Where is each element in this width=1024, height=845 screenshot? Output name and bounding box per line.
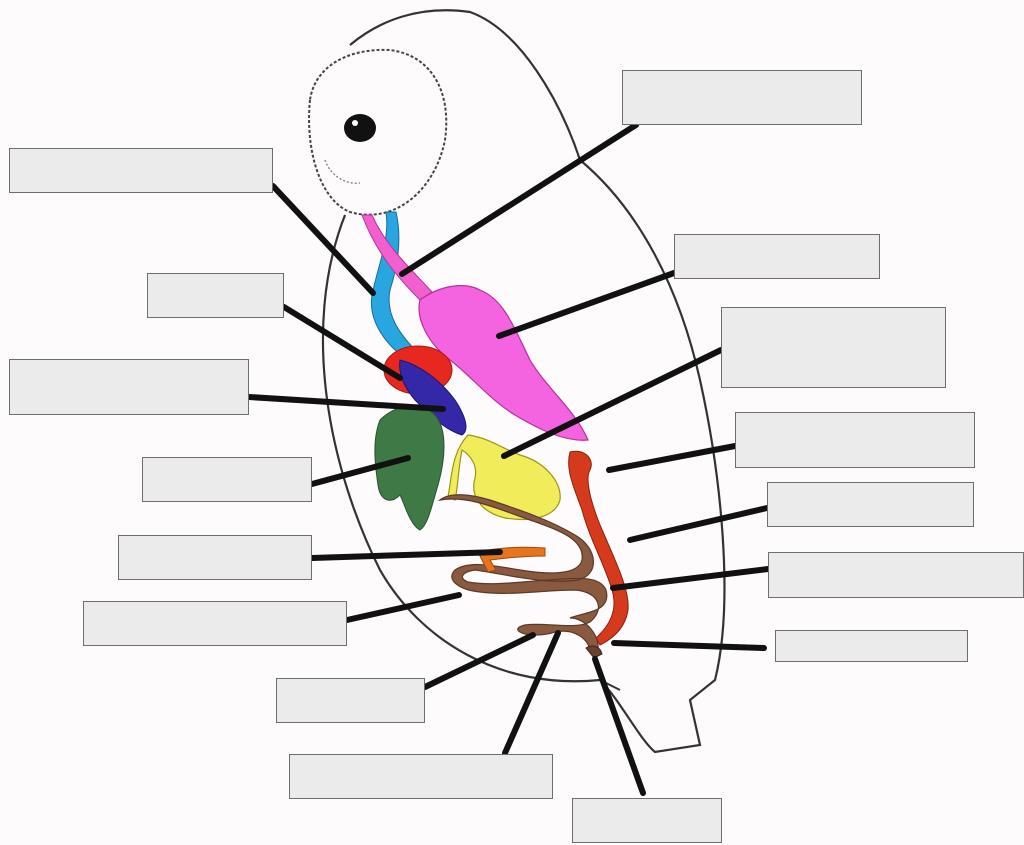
label-box-left-1[interactable] bbox=[9, 148, 273, 193]
label-box-right-2[interactable] bbox=[674, 234, 880, 279]
leader-line bbox=[630, 508, 767, 540]
label-box-bottom-left[interactable] bbox=[276, 678, 425, 723]
leader-line bbox=[499, 273, 674, 336]
leader-line bbox=[595, 659, 643, 793]
label-box-right-7[interactable] bbox=[775, 630, 968, 662]
label-box-bottom-right[interactable] bbox=[572, 798, 722, 843]
leader-line bbox=[613, 569, 768, 588]
liver bbox=[375, 406, 444, 530]
label-box-right-5[interactable] bbox=[767, 482, 974, 527]
label-box-left-5[interactable] bbox=[118, 535, 312, 580]
leader-line bbox=[614, 643, 764, 648]
label-box-right-4[interactable] bbox=[735, 412, 975, 468]
leader-line bbox=[425, 635, 533, 687]
owl-head bbox=[309, 50, 446, 215]
label-box-bottom-center[interactable] bbox=[289, 754, 553, 799]
label-box-right-3[interactable] bbox=[721, 307, 946, 388]
leader-line bbox=[347, 595, 459, 620]
label-box-right-6[interactable] bbox=[768, 552, 1024, 598]
label-box-left-3[interactable] bbox=[9, 359, 249, 415]
label-box-left-6[interactable] bbox=[83, 601, 347, 646]
leader-line bbox=[312, 552, 500, 558]
label-box-left-4[interactable] bbox=[142, 457, 312, 502]
intestine bbox=[440, 495, 607, 652]
label-box-top-right[interactable] bbox=[622, 70, 862, 125]
owl-eye bbox=[344, 114, 376, 142]
label-box-left-2[interactable] bbox=[147, 273, 284, 318]
leader-line bbox=[505, 633, 558, 753]
